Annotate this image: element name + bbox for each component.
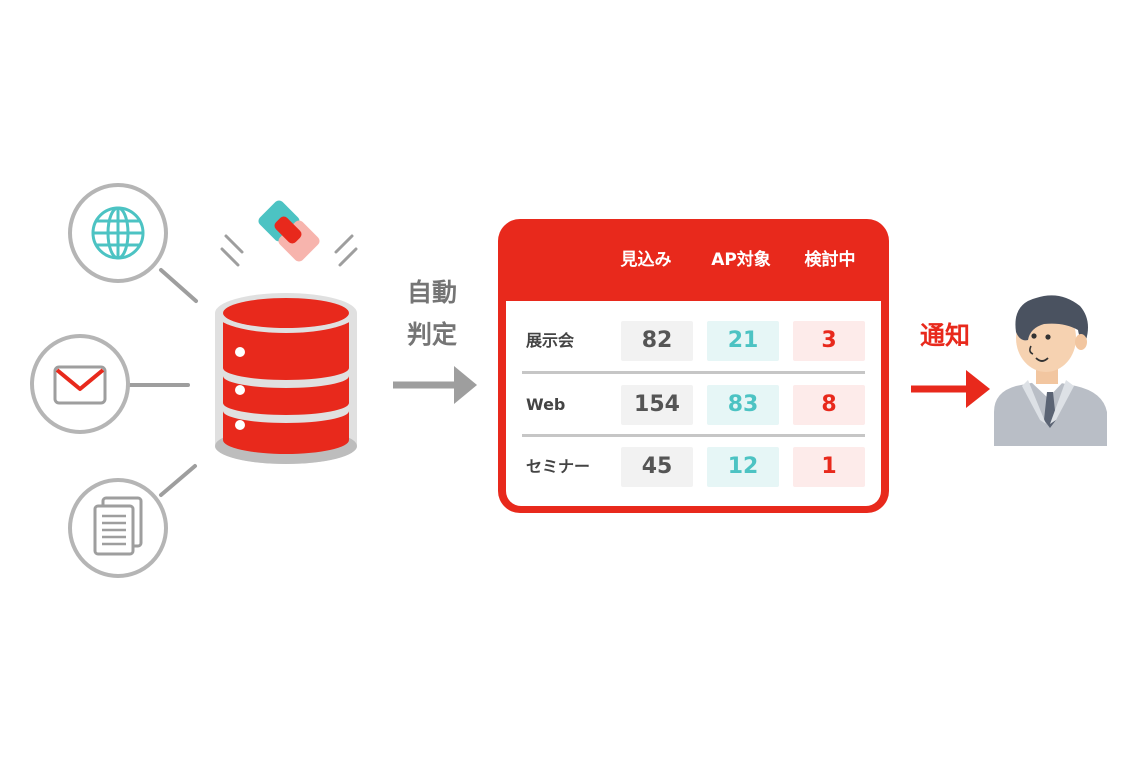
auto-judge-label: 自動 判定 <box>392 272 472 356</box>
notify-label: 通知 <box>919 321 970 350</box>
cell-prospect: 45 <box>621 447 693 487</box>
cell-considering: 8 <box>793 385 865 425</box>
table-body: 展示会 82 21 3 Web 154 83 8 セミナー 45 12 1 <box>506 301 881 506</box>
logo-icon <box>220 200 358 267</box>
cell-considering: 3 <box>793 321 865 361</box>
document-icon <box>68 478 168 578</box>
mail-icon <box>30 334 130 434</box>
notify-arrow-icon <box>911 370 990 408</box>
globe-connector <box>159 268 198 303</box>
row-divider <box>522 434 865 437</box>
table-row: セミナー 45 12 1 <box>506 447 881 487</box>
column-header-ap-target: AP対象 <box>711 250 771 270</box>
person-icon <box>994 295 1107 446</box>
document-connector <box>159 464 197 497</box>
cell-prospect: 82 <box>621 321 693 361</box>
row-divider <box>522 371 865 374</box>
row-label: Web <box>526 395 566 414</box>
table-row: 展示会 82 21 3 <box>506 321 881 361</box>
row-label: 展示会 <box>526 331 575 350</box>
globe-icon <box>68 183 168 283</box>
cell-ap-target: 12 <box>707 447 779 487</box>
cell-considering: 1 <box>793 447 865 487</box>
row-label: セミナー <box>526 457 591 476</box>
table-row: Web 154 83 8 <box>506 385 881 425</box>
cell-ap-target: 21 <box>707 321 779 361</box>
table-header: 見込み AP対象 検討中 <box>498 219 889 301</box>
auto-judge-line2: 判定 <box>406 320 457 349</box>
auto-judge-line1: 自動 <box>406 278 457 307</box>
database-icon <box>215 293 357 464</box>
column-header-considering: 検討中 <box>804 250 856 270</box>
column-header-prospect: 見込み <box>620 250 672 270</box>
cell-ap-target: 83 <box>707 385 779 425</box>
cell-prospect: 154 <box>621 385 693 425</box>
lead-score-table: 見込み AP対象 検討中 展示会 82 21 3 Web 154 83 8 セミ… <box>498 219 889 513</box>
arrow-right-icon <box>393 366 477 404</box>
